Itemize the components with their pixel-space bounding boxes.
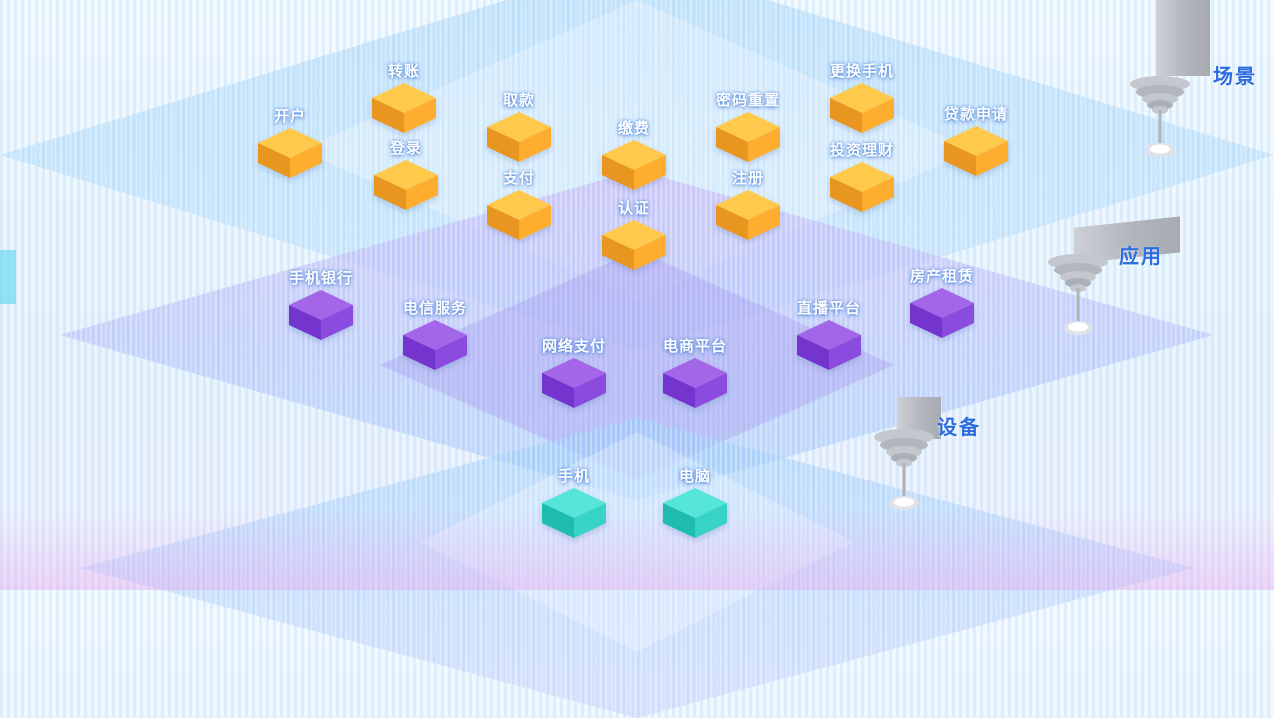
cube-label: 电商平台 [662,338,728,355]
cube-label: 缴费 [617,120,651,137]
scene-cube: 取款 [487,92,551,162]
cube-icon [910,288,974,338]
device-cube: 电脑 [663,468,727,538]
cube-icon [716,190,780,240]
cube-label: 支付 [502,170,536,187]
pin-spiral-icon [1048,254,1108,335]
device-layer-marker: 设备 [872,394,1002,524]
cube-label: 网络支付 [541,338,607,355]
scene-cube: 缴费 [602,120,666,190]
scene-cube: 登录 [374,140,438,210]
cube-icon [830,162,894,212]
cube-icon [374,160,438,210]
cube-label: 直播平台 [796,300,862,317]
cube-label: 转账 [387,63,421,80]
cube-icon [403,320,467,370]
cube-label: 更换手机 [829,63,895,80]
app-layer-marker: 应用 [1046,216,1206,348]
cube-icon [602,220,666,270]
cube-label: 认证 [617,200,651,217]
pin-spiral-icon [874,429,934,510]
cube-label: 投资理财 [829,142,895,159]
cube-icon [830,83,894,133]
cube-icon [797,320,861,370]
scene-cube: 更换手机 [830,63,894,133]
app-cube: 网络支付 [542,338,606,408]
app-cube: 电信服务 [403,300,467,370]
cube-icon [663,358,727,408]
app-cube: 直播平台 [797,300,861,370]
device-cube: 手机 [542,468,606,538]
cube-icon [487,112,551,162]
cube-label: 电脑 [678,468,712,485]
cube-icon [258,128,322,178]
cube-icon [487,190,551,240]
scene-cube: 密码重置 [716,92,780,162]
cube-icon [289,290,353,340]
cube-label: 电信服务 [402,300,468,317]
cube-label: 手机银行 [288,270,354,287]
scene-cube: 认证 [602,200,666,270]
left-accent-stripe [0,250,16,304]
cube-icon [372,83,436,133]
pin-spiral-icon [1130,76,1190,157]
scene-cube: 注册 [716,170,780,240]
cube-label: 贷款申请 [943,106,1009,123]
device-layer-tag: 设备 [937,417,981,439]
cube-label: 手机 [557,468,591,485]
scene-layer-marker: 场景 [1128,0,1274,160]
cube-icon [663,488,727,538]
cube-label: 登录 [389,140,423,157]
scene-cube: 开户 [258,108,322,178]
cube-icon [542,488,606,538]
scene-cube: 投资理财 [830,142,894,212]
bottom-gradient [0,510,1274,590]
cube-icon [542,358,606,408]
scene-cube: 转账 [372,63,436,133]
cube-label: 房产租赁 [909,268,975,285]
scene-layer-tag: 场景 [1213,66,1257,88]
app-layer-tag: 应用 [1119,246,1163,268]
cube-icon [716,112,780,162]
app-cube: 房产租赁 [910,268,974,338]
app-cube: 电商平台 [663,338,727,408]
cube-icon [944,126,1008,176]
cube-label: 取款 [502,92,536,109]
scene-cube: 贷款申请 [944,106,1008,176]
cube-label: 注册 [731,170,765,187]
app-cube: 手机银行 [289,270,353,340]
cube-label: 开户 [273,108,307,125]
scene-cube: 支付 [487,170,551,240]
cube-icon [602,140,666,190]
cube-label: 密码重置 [715,92,781,109]
scene-marker-pillar [1156,0,1210,76]
